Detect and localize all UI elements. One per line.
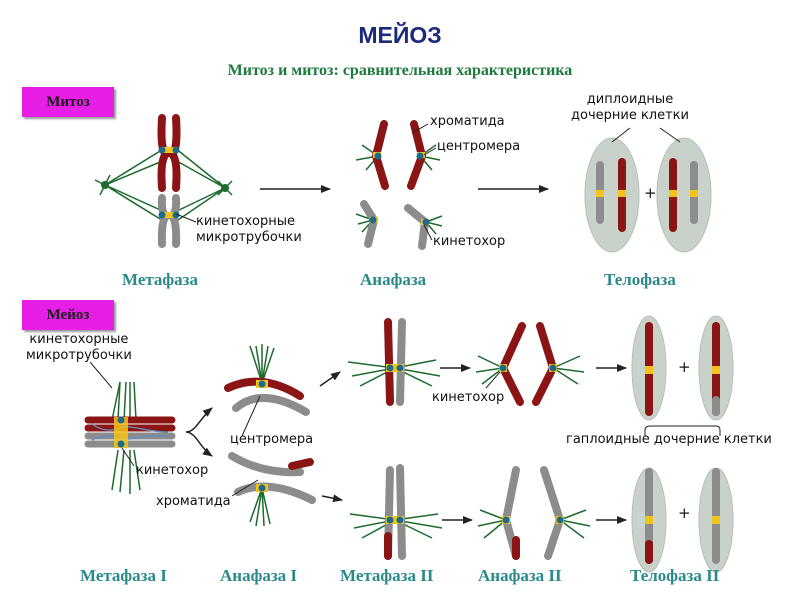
meiosis-anaphase-1-figure	[224, 344, 316, 527]
bracket	[185, 407, 213, 457]
daughter-cell	[584, 137, 640, 253]
label-chromatid: хроматида	[430, 114, 505, 129]
label-kinetochore-anaphase-2: кинетохор	[432, 390, 505, 405]
meiosis-anaphase-2-figure	[475, 322, 591, 560]
label-kinetochore: кинетохор	[433, 234, 506, 249]
phase-label-anaphase-1: Анафаза I	[220, 566, 298, 585]
phase-label-mitosis-anaphase: Анафаза	[360, 270, 427, 289]
daughter-cell	[656, 137, 712, 253]
phase-label-mitosis-metaphase: Метафаза	[122, 270, 199, 289]
meiosis-metaphase-1-figure	[84, 381, 176, 494]
plus-sign: +	[678, 504, 691, 522]
meiosis-badge: Мейоз	[22, 300, 114, 330]
meiosis-telophase-2-figure	[631, 315, 734, 573]
label-microtubules-meiosis: кинетохорные микротрубочки	[26, 332, 132, 364]
mitosis-anaphase-figure	[355, 120, 443, 250]
page-subtitle: Митоз и митоз: сравнительная характерист…	[227, 62, 573, 79]
plus-sign: +	[644, 184, 657, 202]
label-microtubules: кинетохорные микротрубочки	[196, 214, 302, 246]
page-title: МЕЙОЗ	[358, 22, 442, 48]
plus-sign: +	[678, 358, 691, 376]
phase-label-metaphase-2: Метафаза II	[340, 566, 434, 585]
arrow	[321, 494, 343, 503]
phase-label-mitosis-telophase: Телофаза	[604, 270, 676, 289]
arrow	[319, 371, 341, 387]
label-diploid-cells: диплоидные дочерние клетки	[571, 92, 689, 124]
mitosis-badge: Митоз	[22, 87, 114, 117]
phase-label-telophase-2: Телофаза II	[630, 566, 720, 585]
phase-label-metaphase-1: Метафаза I	[80, 566, 167, 585]
label-centromere-meiosis: центромера	[230, 432, 314, 447]
mitosis-telophase-figure	[584, 137, 712, 253]
label-kinetochore-meiosis: кинетохор	[136, 463, 209, 478]
mitosis-metaphase-figure	[94, 114, 233, 248]
label-centromere: центромера	[437, 139, 521, 154]
phase-label-anaphase-2: Анафаза II	[478, 566, 562, 585]
label-haploid-cells: гаплоидные дочерние клетки	[566, 432, 772, 447]
meiosis-metaphase-2-figure	[347, 318, 443, 560]
label-chromatid-meiosis: хроматида	[156, 494, 231, 509]
